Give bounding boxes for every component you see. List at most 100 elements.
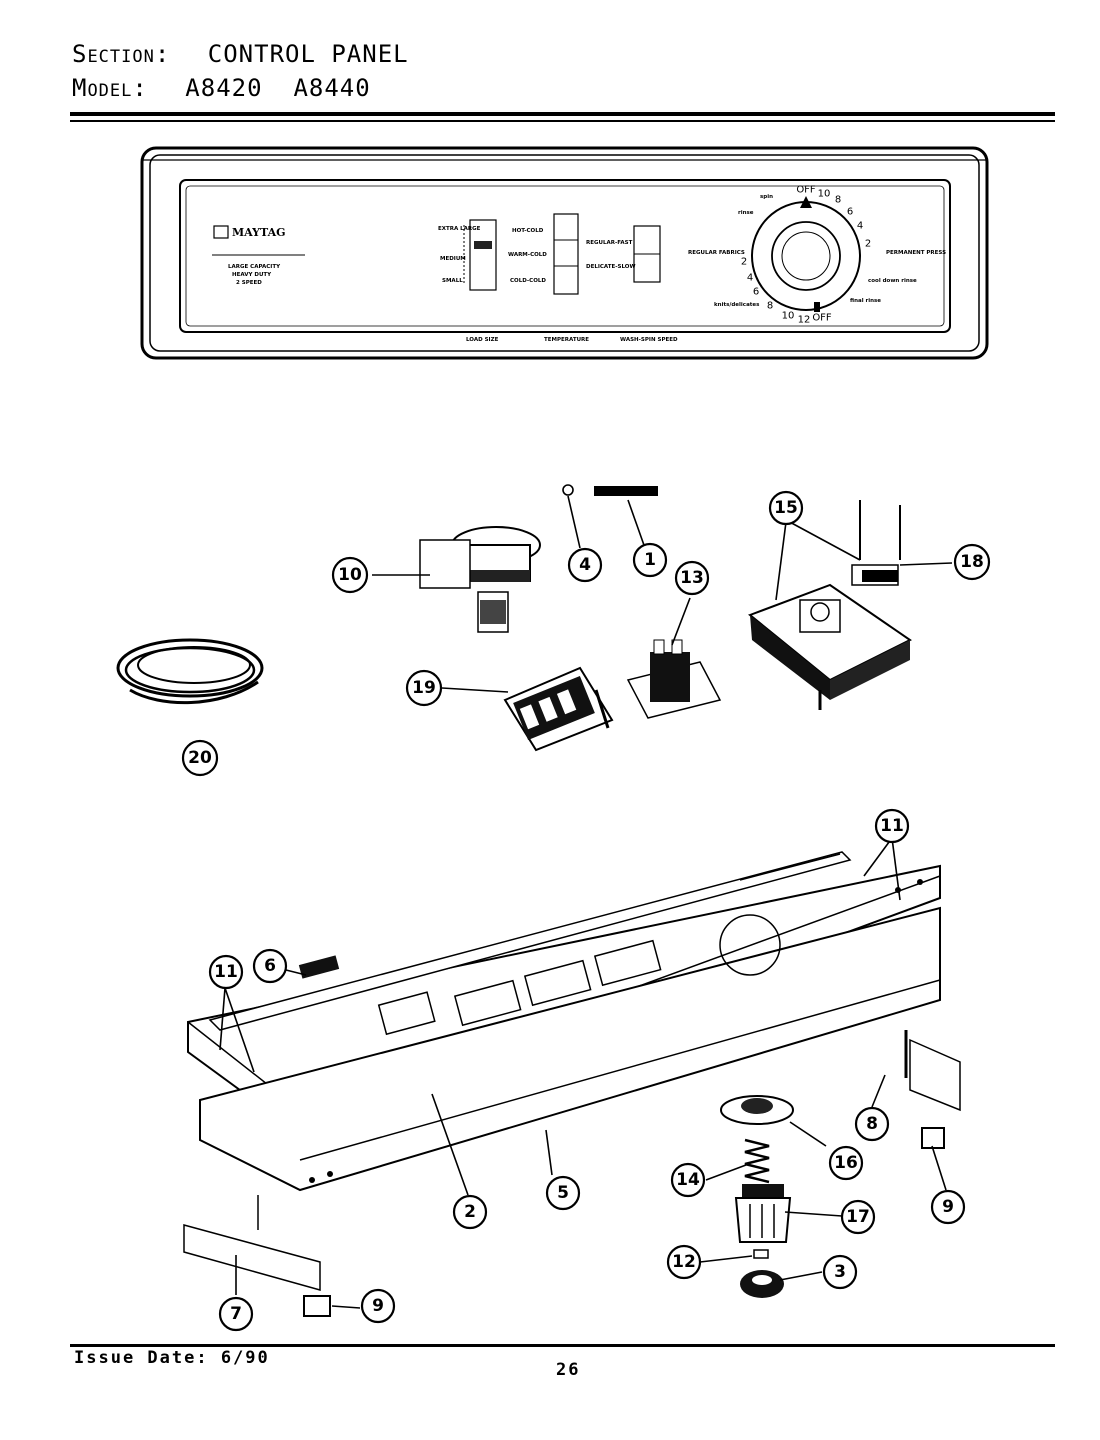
speed-option-1: REGULAR-FAST (586, 240, 633, 246)
part-9-clip-right (921, 1127, 945, 1149)
svg-text:10: 10 (338, 565, 362, 585)
switch-cutouts (377, 939, 662, 1036)
header-rule-thin (70, 120, 1055, 122)
section-header: Section: CONTROL PANEL (72, 40, 409, 68)
page-number: 26 (556, 1360, 581, 1380)
callout-9-lower: 9 (360, 1288, 396, 1324)
maytag-logo-icon (213, 225, 229, 239)
load-size-option-2: MEDIUM (440, 256, 466, 262)
part-16-cam (720, 1095, 794, 1125)
dial-small-label-1: spin (760, 194, 773, 200)
section-label: Section: (72, 40, 171, 68)
part-7-bracket (183, 1195, 321, 1291)
issue-date: Issue Date: 6/90 (74, 1348, 270, 1368)
caption-line-1: LARGE CAPACITY (228, 264, 281, 270)
part-17-knob (734, 1184, 792, 1243)
label-wash-spin-speed: WASH-SPIN SPEED (620, 337, 678, 343)
callout-16: 16 (828, 1145, 864, 1181)
svg-text:15: 15 (774, 498, 798, 518)
svg-text:9: 9 (942, 1197, 954, 1217)
part-6-clip (298, 955, 340, 979)
part-10-timer-motor (419, 526, 541, 633)
callout-4: 4 (567, 547, 603, 583)
svg-text:6: 6 (264, 956, 276, 976)
dial-num-6: 2 (741, 257, 747, 268)
callout-15: 15 (768, 490, 804, 526)
part-4-ring (562, 484, 574, 496)
dial-num-1: 10 (818, 189, 831, 200)
dial-num-10: 10 (782, 311, 795, 322)
caption-line-3: 2 SPEED (236, 280, 262, 286)
part-8-stud (904, 1030, 961, 1112)
callout-11-left: 11 (208, 954, 244, 990)
part-1-rod (594, 486, 658, 496)
dial-right-label: PERMANENT PRESS (886, 250, 946, 256)
load-size-option-1: EXTRA LARGE (438, 226, 481, 232)
console-top-rail (208, 851, 852, 1031)
part-15-timer (748, 500, 912, 710)
model-label: Model: (72, 74, 148, 102)
dial-small-label-4: final rinse (850, 298, 881, 304)
brand-name: MAYTAG (232, 226, 286, 239)
callout-3: 3 (822, 1254, 858, 1290)
callout-13: 13 (674, 560, 710, 596)
temp-option-1: HOT-COLD (512, 228, 544, 234)
callout-6: 6 (252, 948, 288, 984)
temp-option-2: WARM-COLD (508, 252, 547, 258)
svg-text:13: 13 (680, 568, 704, 588)
svg-text:11: 11 (880, 816, 904, 836)
svg-text:7: 7 (230, 1304, 242, 1324)
dial-left-label: REGULAR FABRICS (688, 250, 745, 256)
speed-option-2: DELICATE-SLOW (586, 264, 636, 270)
part-12-clip (753, 1249, 769, 1259)
part-5-panel-backing (199, 906, 941, 1192)
callout-8: 8 (854, 1106, 890, 1142)
part-9-clip-lower (303, 1295, 331, 1317)
callout-12: 12 (666, 1244, 702, 1280)
callout-19: 19 (405, 669, 443, 707)
callout-18: 18 (953, 543, 991, 581)
dial-num-off-top: OFF (796, 185, 816, 196)
dial-num-5: 2 (865, 239, 871, 250)
dial-small-label-2: rinse (738, 210, 754, 216)
svg-text:19: 19 (412, 678, 436, 698)
control-panel-front: MAYTAG LARGE CAPACITY HEAVY DUTY 2 SPEED… (140, 146, 989, 360)
callout-11-right: 11 (874, 808, 910, 844)
temp-option-3: COLD-COLD (510, 278, 546, 284)
load-size-knob[interactable] (474, 241, 492, 249)
dial-hole (719, 914, 781, 976)
svg-text:5: 5 (557, 1183, 569, 1203)
part-20-wire-harness (116, 638, 264, 705)
model-header: Model: A8420 A8440 (72, 74, 371, 102)
load-size-slider[interactable] (469, 219, 497, 291)
svg-text:18: 18 (960, 552, 984, 572)
dial-num-2: 8 (835, 195, 841, 206)
dial-num-11: 12 (798, 315, 811, 326)
dial-num-7: 4 (747, 273, 753, 284)
svg-text:14: 14 (676, 1170, 700, 1190)
svg-text:11: 11 (214, 962, 238, 982)
part-3-knob-skirt (740, 1270, 784, 1298)
dial-small-label-3: cool down rinse (868, 278, 917, 284)
callout-14: 14 (670, 1162, 706, 1198)
footer-rule (70, 1344, 1055, 1347)
svg-text:3: 3 (834, 1262, 846, 1282)
svg-text:9: 9 (372, 1296, 384, 1316)
svg-text:20: 20 (188, 748, 212, 768)
model-value: A8420 A8440 (185, 74, 371, 102)
callout-17: 17 (840, 1199, 876, 1235)
part-13-switch (626, 639, 722, 719)
callout-5: 5 (545, 1175, 581, 1211)
timer-dial[interactable] (751, 196, 861, 312)
callout-9-right: 9 (930, 1189, 966, 1225)
dial-num-8: 6 (753, 287, 759, 298)
part-14-spring (744, 1138, 770, 1184)
svg-text:17: 17 (846, 1207, 870, 1227)
load-size-option-3: SMALL (442, 278, 463, 284)
caption-line-2: HEAVY DUTY (232, 272, 272, 278)
dial-num-3: 6 (847, 207, 853, 218)
svg-text:1: 1 (644, 550, 656, 570)
svg-text:12: 12 (672, 1252, 696, 1272)
svg-text:4: 4 (579, 555, 591, 575)
